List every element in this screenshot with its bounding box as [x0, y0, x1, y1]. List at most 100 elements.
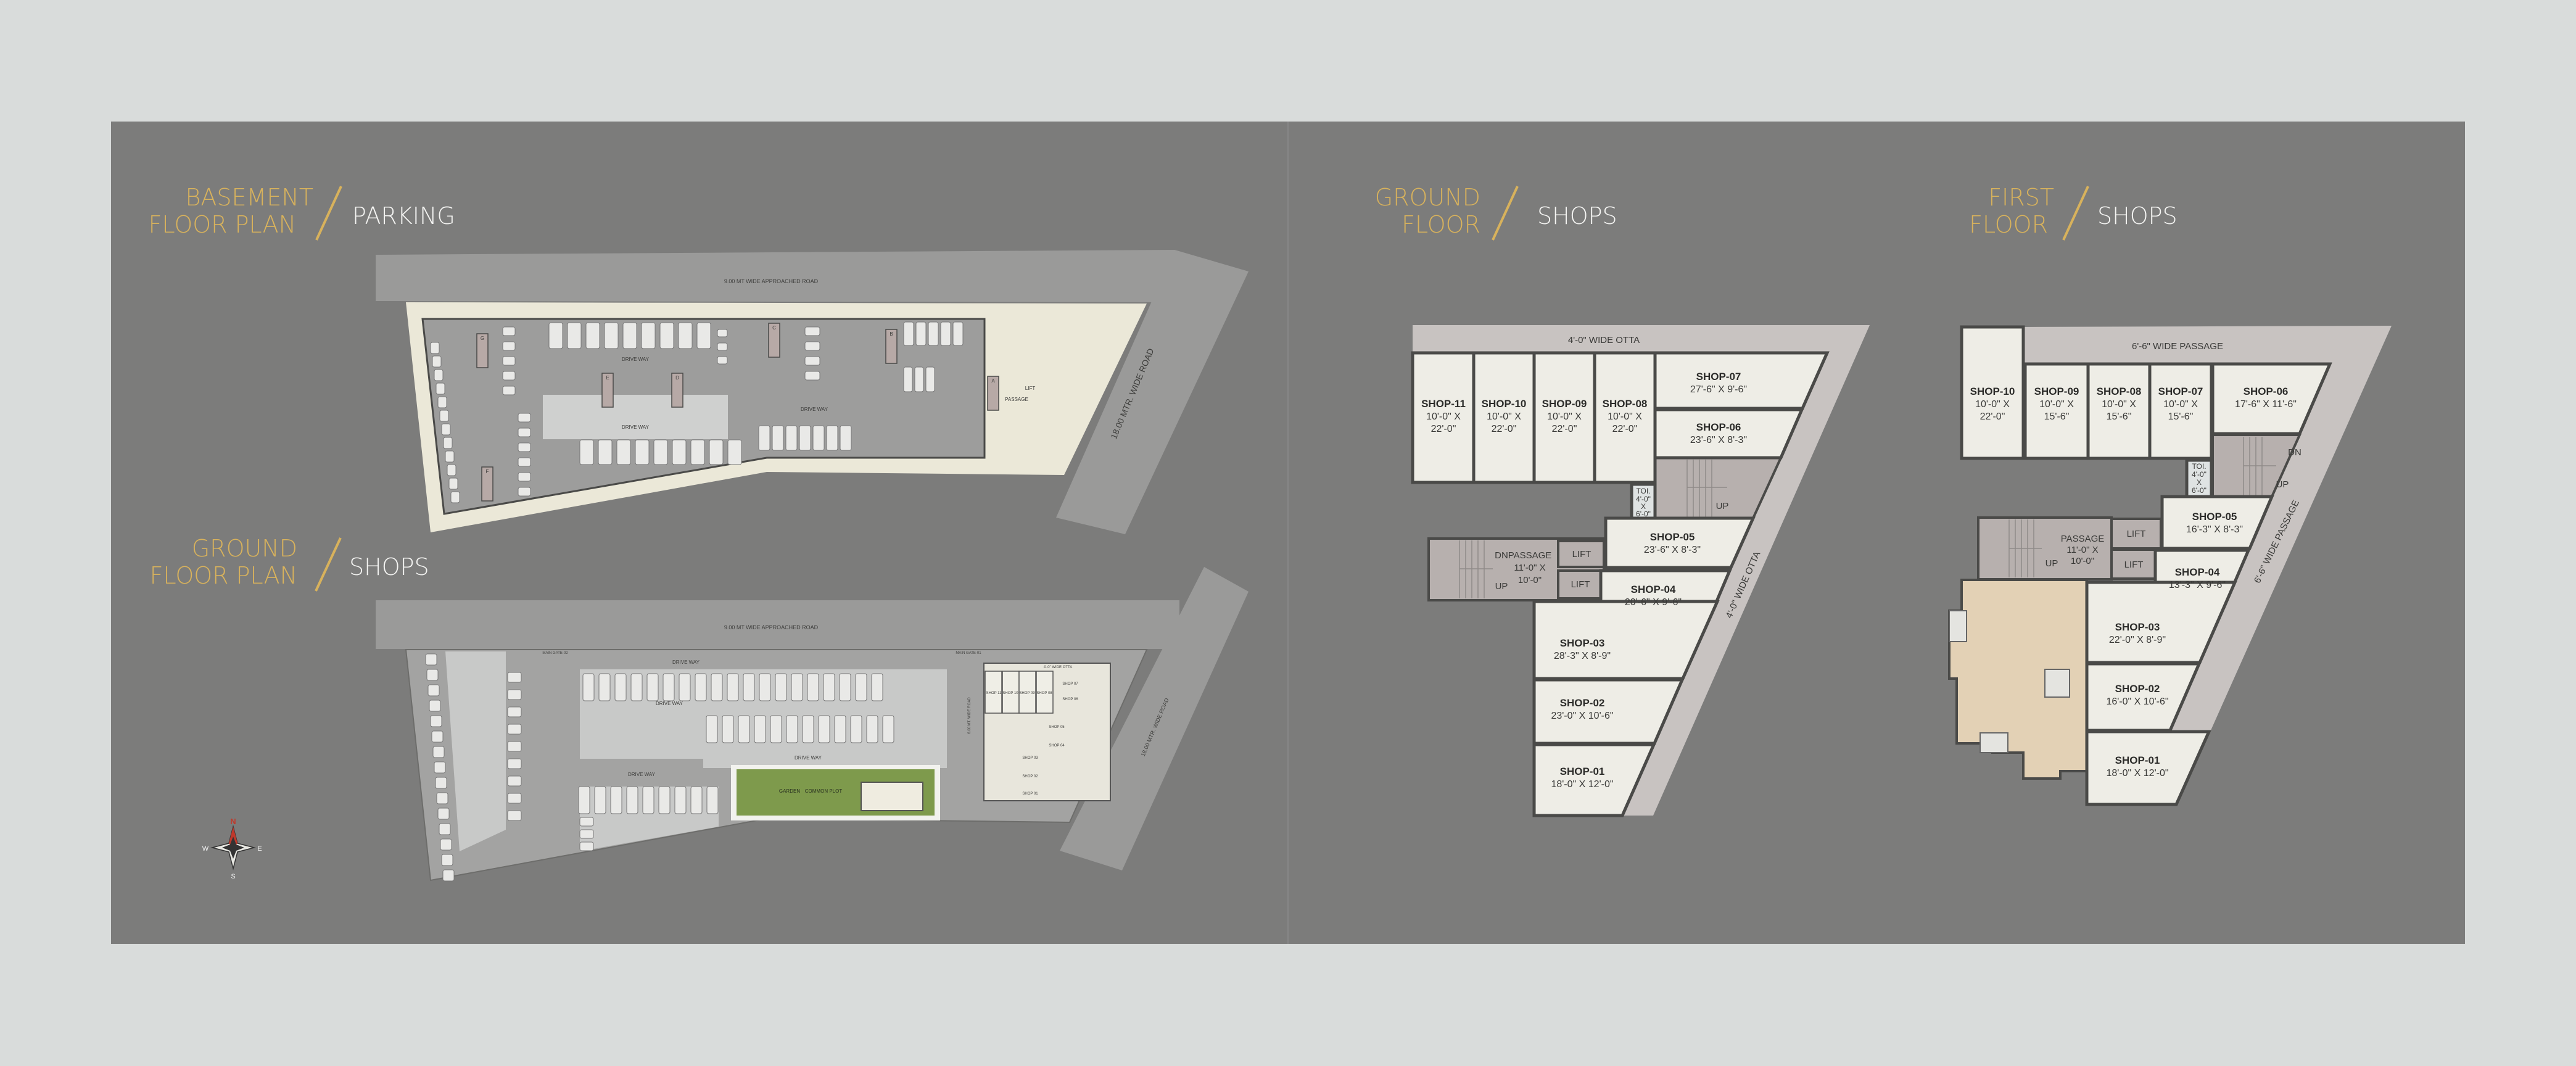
svg-text:22'-0": 22'-0": [1552, 424, 1577, 434]
basement-passage-label: PASSAGE: [1005, 397, 1028, 402]
svg-text:15'-6": 15'-6": [2044, 411, 2070, 422]
parking-bay: [507, 706, 522, 717]
ground-floor-heading: GROUND FLOOR SHOPS: [1375, 184, 1617, 241]
svg-text:9.00 MT WIDE APPROACHED ROAD: 9.00 MT WIDE APPROACHED ROAD: [724, 624, 819, 630]
top-road: [376, 600, 1179, 649]
parking-bay: [940, 321, 951, 346]
shop-cell: [1018, 671, 1036, 714]
parking-bay: [548, 322, 563, 349]
parking-bay: [678, 322, 693, 349]
core: [987, 376, 999, 411]
parking-bay: [646, 673, 659, 701]
svg-text:UP: UP: [2046, 558, 2058, 569]
svg-text:SHOP-11: SHOP-11: [1421, 398, 1466, 410]
shop-01: [1532, 743, 1656, 817]
svg-text:10'-0": 10'-0": [2071, 556, 2094, 566]
parking-bay: [610, 786, 622, 814]
parking-bay: [507, 758, 522, 769]
parking-bay: [840, 425, 852, 451]
parking-bay: [436, 792, 448, 804]
svg-text:23'-6" X 8'-3": 23'-6" X 8'-3": [1690, 435, 1747, 445]
parking-bay: [812, 425, 825, 451]
parking-bay: [717, 329, 728, 337]
svg-text:SHOP-10: SHOP-10: [1970, 386, 2015, 397]
parking-bay: [804, 356, 820, 366]
parking-bay: [823, 673, 835, 701]
parking-bay: [711, 673, 723, 701]
parking-bay: [441, 854, 453, 866]
svg-text:15'-6": 15'-6": [2168, 411, 2194, 422]
svg-text:SHOP-08: SHOP-08: [1603, 398, 1648, 410]
parking-bay: [630, 673, 643, 701]
parking-bay: [579, 829, 594, 839]
shop-label: SHOP 01: [1022, 792, 1038, 796]
parking-bay: [430, 715, 442, 727]
svg-text:DN: DN: [2288, 447, 2301, 458]
svg-text:SHOP-09: SHOP-09: [2034, 386, 2079, 397]
parking-bay: [871, 673, 883, 701]
parking-bay: [855, 673, 867, 701]
parking-bay: [706, 786, 719, 814]
svg-text:10'-0" X: 10'-0" X: [2102, 399, 2136, 410]
parking-bay: [594, 786, 606, 814]
svg-text:18'-0" X 12'-0": 18'-0" X 12'-0": [2106, 768, 2168, 779]
svg-text:N: N: [230, 817, 236, 826]
parking-bay: [578, 786, 590, 814]
svg-text:9.00 MT WIDE APPROACHED ROAD: 9.00 MT WIDE APPROACHED ROAD: [724, 278, 819, 284]
shop-05: [1604, 516, 1756, 569]
parking-bay: [502, 356, 516, 366]
svg-text:LIFT: LIFT: [1572, 549, 1591, 560]
shop-label: SHOP 10: [1002, 692, 1018, 695]
parking-bay: [429, 700, 441, 712]
svg-text:4'-0" WIDE OTTA: 4'-0" WIDE OTTA: [1568, 335, 1640, 345]
parking-bay: [518, 413, 531, 423]
svg-text:SHOP-02: SHOP-02: [2115, 683, 2160, 695]
svg-text:22'-0": 22'-0": [1492, 424, 1517, 434]
parking-bay: [507, 810, 522, 821]
svg-text:W: W: [202, 845, 209, 853]
svg-text:SHOPS: SHOPS: [2097, 202, 2178, 229]
parking-bay: [622, 322, 637, 349]
parking-bay: [818, 715, 830, 743]
core: [481, 466, 493, 502]
shop-06: [2211, 362, 2332, 436]
parking-bay: [442, 869, 455, 882]
svg-text:FLOOR: FLOOR: [1969, 211, 2048, 238]
svg-text:22'-0": 22'-0": [1431, 424, 1456, 434]
parking-bay: [903, 366, 913, 392]
parking-bay: [690, 439, 705, 465]
parking-bay: [709, 439, 724, 465]
svg-text:SHOP-06: SHOP-06: [1696, 421, 1741, 433]
parking-bay: [775, 673, 787, 701]
parking-bay: [502, 341, 516, 351]
parking-bay: [567, 322, 582, 349]
basement-heading: BASEMENT FLOOR PLAN PARKING: [149, 184, 455, 241]
parking-bay: [507, 741, 522, 752]
svg-text:15'-6": 15'-6": [2107, 411, 2132, 422]
svg-text:10'-0" X: 10'-0" X: [1608, 411, 1642, 422]
parking-bay: [518, 428, 531, 437]
parking-bay: [439, 410, 449, 422]
shop-label: SHOP 06: [1062, 698, 1078, 701]
svg-text:6'-0": 6'-0": [2192, 486, 2207, 495]
svg-text:23'-6" X 8'-3": 23'-6" X 8'-3": [1644, 545, 1701, 555]
svg-text:DRIVE WAY: DRIVE WAY: [622, 357, 650, 362]
svg-text:10'-0" X: 10'-0" X: [2163, 399, 2198, 410]
parking-bay: [690, 786, 703, 814]
core: [885, 329, 898, 364]
svg-text:17'-6" X 11'-6": 17'-6" X 11'-6": [2235, 399, 2297, 410]
parking-bay: [579, 817, 594, 827]
shop-cell: [1036, 671, 1054, 714]
shop-06: [1653, 408, 1804, 460]
parking-bay: [439, 823, 451, 835]
parking-bay: [928, 321, 939, 346]
parking-bay: [432, 355, 442, 368]
svg-text:10'-0" X: 10'-0" X: [1426, 411, 1461, 422]
svg-text:MAIN GATE-01: MAIN GATE-01: [956, 651, 981, 655]
svg-text:TOI.: TOI.: [1636, 487, 1650, 495]
parking-bay: [518, 457, 531, 467]
parking-bay: [507, 793, 522, 804]
svg-text:PARKING: PARKING: [352, 202, 455, 229]
svg-text:10'-0": 10'-0": [1518, 575, 1542, 585]
